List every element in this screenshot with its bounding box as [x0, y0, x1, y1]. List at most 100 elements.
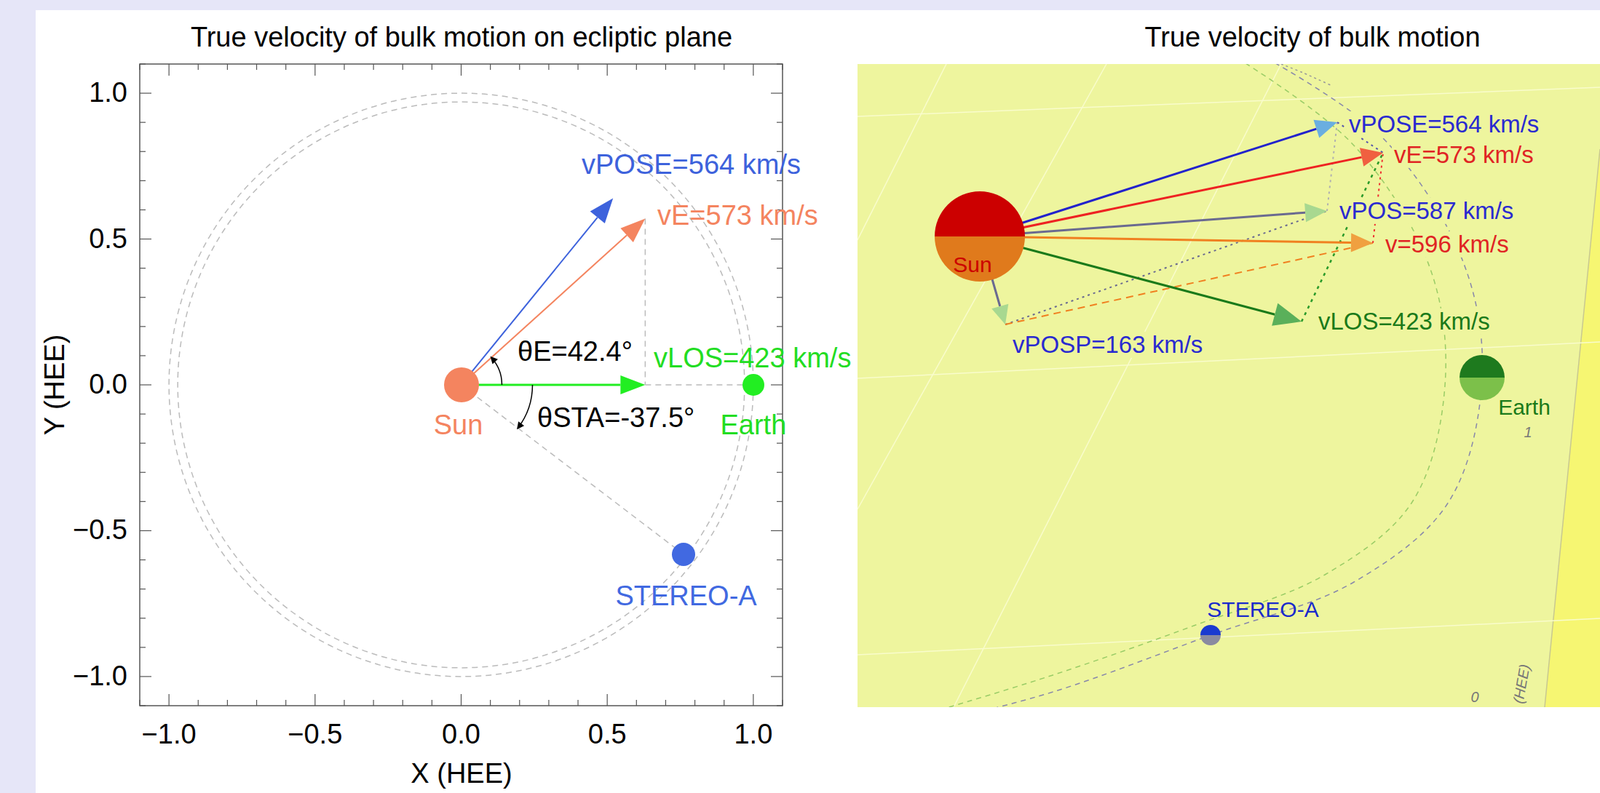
x-tick [197, 64, 199, 70]
body-label: Earth [718, 410, 788, 442]
velocity-label: vE=573 km/s [1391, 141, 1536, 169]
angle-arrow-head [516, 421, 525, 430]
x-tick [665, 64, 667, 70]
x-tick [577, 64, 578, 70]
earth-circle: Earth [742, 374, 765, 396]
pose-pos-line [1327, 122, 1338, 212]
x-tick [519, 64, 520, 70]
velocity-label: vPOSE=564 km/s [579, 149, 803, 181]
plane-edge [1544, 149, 1600, 708]
x-tick [607, 64, 608, 76]
panel-title: True velocity of bulk motion on ecliptic… [188, 22, 735, 54]
x-tick [372, 700, 374, 707]
y-tick [770, 384, 783, 386]
vpose-arrow-head [590, 197, 614, 224]
vpose-arrow-head [1313, 120, 1338, 139]
y-tick [776, 588, 783, 590]
y-tick [139, 501, 146, 503]
top-orbit-arc [1281, 64, 1333, 86]
axis-mark: 1 [1521, 424, 1534, 441]
los-e-line [1301, 152, 1384, 322]
node-shape [1200, 625, 1221, 646]
y-tick [139, 180, 146, 182]
y-tick [139, 618, 146, 619]
y-tick [139, 355, 146, 356]
y-tick [770, 238, 783, 240]
y-tick [139, 63, 146, 65]
y-tick [770, 676, 783, 677]
y-tick [770, 92, 783, 94]
axis-title: X (HEE) [408, 759, 514, 790]
body-label: Earth [1496, 395, 1552, 420]
node-shape [671, 543, 696, 567]
vlos-arrow-shaft [979, 236, 1275, 315]
x-tick [168, 64, 170, 76]
x-tick [431, 700, 433, 707]
y-tick [770, 530, 783, 532]
ve-arrow-shaft [979, 157, 1362, 237]
clipped-view [857, 64, 1600, 708]
y-tick [776, 501, 783, 503]
ve-arrow-head [1359, 147, 1384, 166]
x-tick [694, 64, 696, 70]
x-tick [723, 64, 725, 70]
node-shape [444, 367, 479, 403]
vpos-arrow-shaft [979, 212, 1306, 237]
y-tick [776, 267, 783, 269]
grid-line [857, 342, 1600, 379]
y-tick [139, 92, 152, 94]
body-disc [671, 543, 696, 567]
vpos-arrow-head [1304, 203, 1328, 223]
ecliptic-plane [857, 64, 1600, 708]
velocity-label: vPOSE=564 km/s [1346, 111, 1542, 138]
tick-label: −1.0 [70, 661, 130, 693]
x-tick [752, 64, 754, 76]
v-arrow-shaft [979, 236, 1352, 244]
grid-line [857, 618, 1600, 656]
y-tick [776, 705, 783, 707]
body-bottom-half [1200, 635, 1221, 646]
x-tick [256, 64, 257, 70]
x-tick [548, 700, 549, 707]
x-tick [577, 700, 578, 707]
x-tick [489, 700, 491, 707]
x-tick [402, 700, 404, 707]
stereo-a-sphere: STEREO-A [1200, 625, 1221, 646]
velocity-label: vPOS=587 km/s [1337, 197, 1516, 225]
3d-view [857, 58, 1600, 721]
earth-sphere: Earth [1459, 355, 1505, 401]
tick-label: −1.0 [139, 719, 199, 751]
tick-label: 0.0 [439, 719, 483, 751]
grid-line [857, 64, 1107, 510]
x-tick [314, 694, 316, 707]
angle-label: θE=42.4° [515, 337, 635, 368]
x-tick [314, 64, 316, 76]
x-tick [607, 694, 608, 707]
y-tick [139, 296, 146, 298]
stereo-a-circle: STEREO-A [671, 543, 696, 567]
body-disc [444, 367, 479, 403]
tick-label: 0.5 [86, 224, 130, 255]
y-tick [139, 647, 146, 648]
body-top-half [1200, 625, 1221, 636]
x-tick [489, 64, 491, 70]
tick-label: 0.5 [585, 719, 629, 751]
y-tick [139, 588, 146, 590]
y-tick [139, 413, 146, 415]
x-tick [519, 700, 520, 707]
y-tick [139, 122, 146, 124]
projection-line [644, 384, 754, 386]
y-tick [139, 151, 146, 153]
angle-label: θSTA=-37.5° [535, 403, 697, 434]
x-tick [636, 700, 637, 707]
body-label: Sun [432, 410, 485, 442]
x-tick [343, 64, 345, 70]
y-tick [776, 63, 783, 65]
projection-line [644, 218, 647, 386]
tick-label: 0.0 [86, 369, 130, 401]
y-tick [139, 559, 146, 561]
x-tick [343, 700, 345, 707]
vpose-arrow-shaft [979, 128, 1317, 237]
y-tick [139, 705, 146, 707]
axis-mark: 0 [1468, 689, 1481, 706]
